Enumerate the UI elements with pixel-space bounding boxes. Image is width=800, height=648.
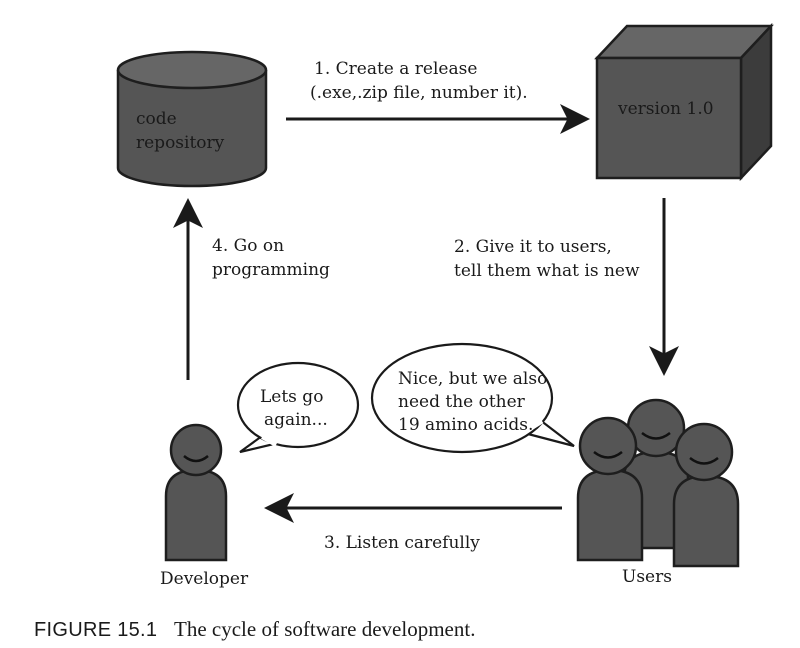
users-speech-bubble: Nice, but we also need the other 19 amin… bbox=[370, 342, 575, 454]
developer-speech-bubble: Lets go again... bbox=[236, 361, 360, 454]
step4-text-line2: programming bbox=[212, 260, 330, 280]
code-repository-cylinder: code repository bbox=[116, 50, 268, 188]
developer-bubble-line1: Lets go bbox=[260, 387, 323, 407]
repository-label-line2: repository bbox=[136, 133, 225, 153]
users-bubble-line2: need the other bbox=[398, 392, 526, 412]
users-bubble-line1: Nice, but we also bbox=[398, 369, 547, 389]
step2-text-line2: tell them what is new bbox=[454, 261, 640, 281]
developer-label: Developer bbox=[160, 569, 249, 589]
users-label: Users bbox=[622, 567, 672, 587]
user-smile-icon bbox=[689, 456, 719, 465]
version-label: version 1.0 bbox=[617, 99, 714, 119]
user-smile-icon bbox=[593, 450, 623, 459]
repository-label-line1: code bbox=[136, 109, 177, 129]
step1-text-line2: (.exe,.zip file, number it). bbox=[310, 83, 528, 103]
developer-figure bbox=[164, 423, 228, 562]
version-box: version 1.0 bbox=[594, 22, 774, 182]
developer-smile-icon bbox=[183, 455, 209, 463]
users-group-figure bbox=[576, 398, 740, 568]
step3-text: 3. Listen carefully bbox=[324, 533, 480, 553]
step2-text-line1: 2. Give it to users, bbox=[454, 237, 612, 257]
step4-text-line1: 4. Go on bbox=[212, 236, 284, 256]
developer-bubble-line2: again... bbox=[264, 410, 328, 430]
users-bubble-line3: 19 amino acids. bbox=[398, 415, 533, 435]
figure-caption-label: FIGURE 15.1 bbox=[34, 619, 157, 641]
step1-text-line1: 1. Create a release bbox=[314, 59, 477, 79]
user-smile-icon bbox=[641, 431, 671, 440]
figure-caption-text: The cycle of software development. bbox=[174, 617, 475, 641]
